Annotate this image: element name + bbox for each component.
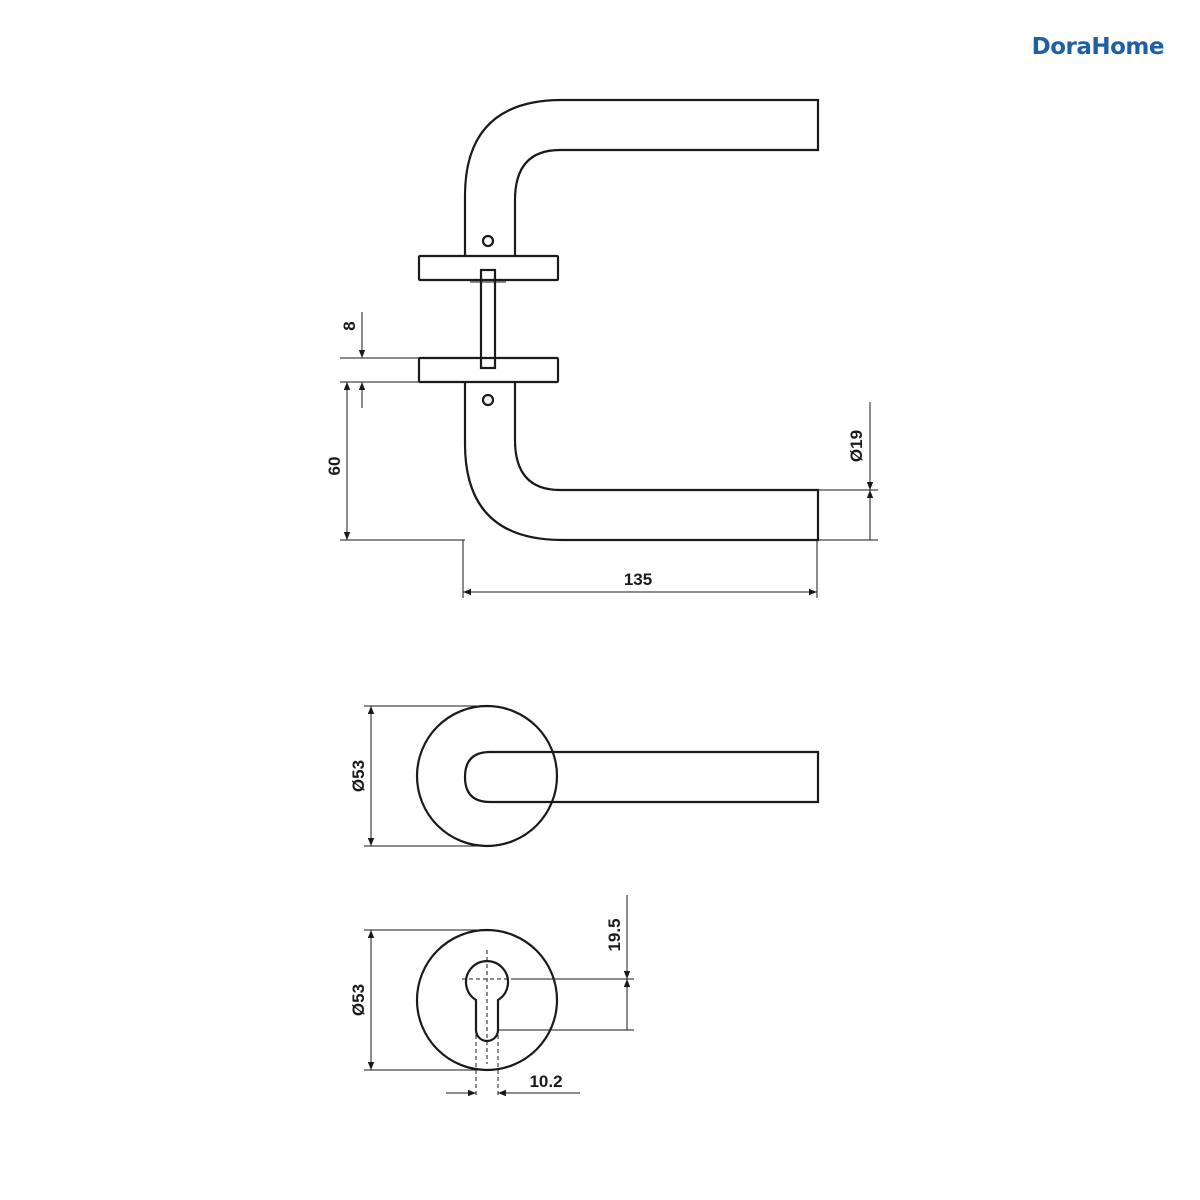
dimension-lever-length: 135: [462, 540, 818, 598]
dim-135-label: 135: [624, 570, 652, 589]
dim-8-label: 8: [340, 321, 359, 330]
dimension-rose-thickness: 8: [340, 312, 419, 408]
screw-hole-bottom: [481, 393, 495, 407]
dim-o53-top-label: Ø53: [349, 760, 368, 792]
dimension-rose-diameter-top: Ø53: [349, 705, 487, 847]
dim-10-2-label: 10.2: [529, 1072, 562, 1091]
screw-hole-top: [481, 234, 495, 248]
dimension-lever-height: 60: [325, 382, 465, 541]
dim-60-label: 60: [325, 457, 344, 476]
upper-lever-outline: [463, 98, 820, 256]
lever-arm-top-view: [463, 750, 820, 804]
dimension-grip-diameter: Ø19: [818, 402, 878, 541]
lever-top-view: [415, 704, 820, 848]
dimension-keyhole-offset: 19.5: [498, 895, 634, 1031]
spindle: [479, 268, 497, 370]
rose-circle-top-view: [415, 704, 559, 848]
dim-o53-bottom-label: Ø53: [349, 984, 368, 1016]
dimension-rose-diameter-bottom: Ø53: [349, 929, 487, 1071]
lower-lever-outline: [463, 382, 820, 542]
lever-side-view: [417, 98, 820, 542]
dim-19-5-label: 19.5: [605, 918, 624, 951]
lower-rose: [417, 356, 560, 384]
dim-o19-label: Ø19: [847, 430, 866, 462]
euro-cylinder-keyhole: [464, 960, 510, 1043]
dorahome-logo: DoraHome: [1031, 34, 1165, 60]
dimension-keyhole-width: 10.2: [446, 1072, 580, 1097]
upper-rose: [417, 254, 560, 282]
